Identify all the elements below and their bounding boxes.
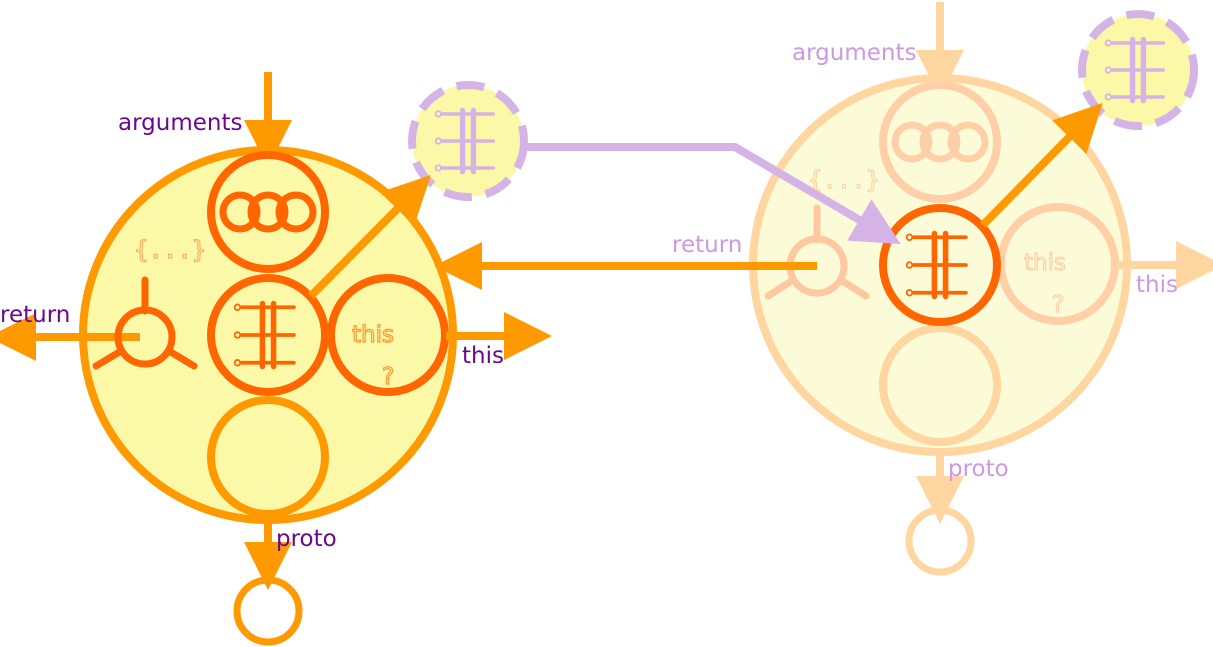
proto-label: proto	[276, 526, 337, 552]
return-label: return	[0, 302, 70, 328]
this-circle	[327, 274, 449, 396]
prototype-circle-icon	[233, 576, 303, 646]
faded-this-circle	[997, 203, 1119, 325]
context-link-arrow	[308, 174, 431, 299]
dashed-context-icon	[408, 81, 528, 201]
faded-arguments-label: arguments	[792, 40, 916, 66]
faded-question-glyph: ?	[1052, 292, 1064, 318]
faded-proto-circle	[879, 324, 1001, 446]
faded-arguments-dots-icon	[879, 81, 1001, 203]
faded-prototype-circle-icon	[905, 506, 975, 576]
scope-glyph: {...}	[134, 236, 206, 264]
this-glyph-icon: this	[352, 322, 394, 348]
faded-scope-glyph: {...}	[808, 166, 880, 194]
faded-proto-label: proto	[948, 456, 1009, 482]
return-node-icon	[92, 276, 198, 370]
faded-function: arguments {...} return this ? this	[672, 2, 1213, 576]
arguments-label: arguments	[118, 110, 242, 136]
proto-circle	[207, 396, 329, 518]
faded-dashed-context-icon	[1078, 10, 1198, 130]
arguments-dots-icon	[207, 151, 329, 273]
question-glyph: ?	[382, 364, 394, 390]
faded-context-link-arrow	[980, 102, 1103, 228]
faded-this-glyph: this	[1024, 250, 1066, 276]
faded-return-label: return	[672, 232, 742, 258]
execution-context-icon	[207, 274, 329, 396]
faded-execution-context-icon	[879, 204, 1001, 326]
scope-chain-arrow	[526, 143, 901, 245]
faded-return-node-icon	[764, 204, 870, 300]
active-function: arguments {...} return this ? this	[0, 72, 552, 646]
this-label: this	[462, 343, 504, 369]
faded-this-label: this	[1136, 272, 1178, 298]
